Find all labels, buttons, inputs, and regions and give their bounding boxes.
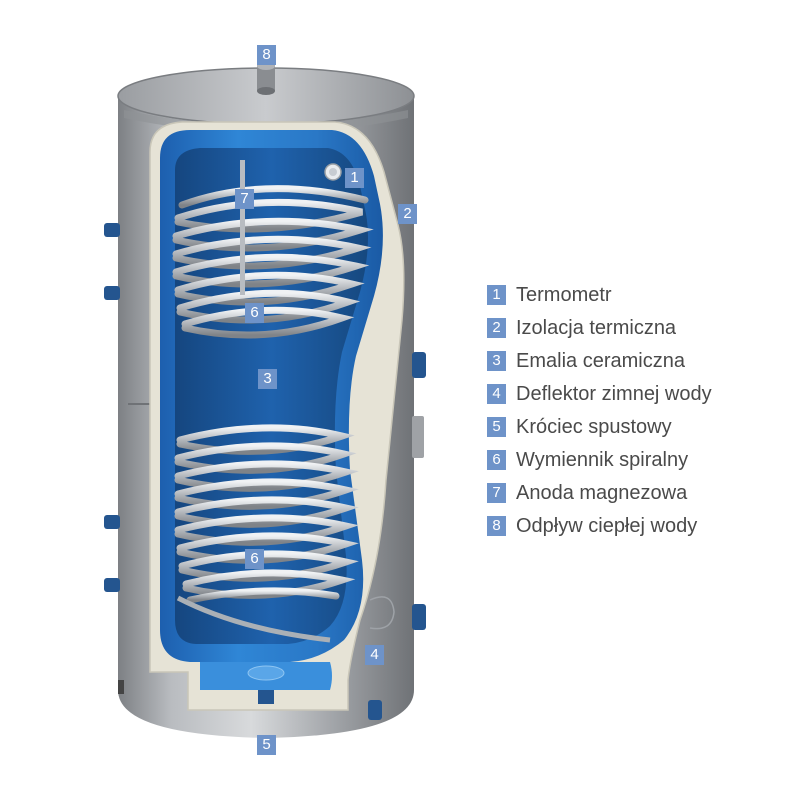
legend-label: Wymiennik spiralny (516, 449, 689, 471)
callout-8: 8 (257, 45, 276, 65)
anode-rod (240, 160, 245, 295)
legend-label: Emalia ceramiczna (516, 350, 685, 372)
callout-6-upper: 6 (245, 303, 264, 323)
legend-number: 4 (487, 384, 506, 404)
legend-label: Króciec spustowy (516, 416, 672, 438)
callout-5: 5 (257, 735, 276, 755)
legend-label: Izolacja termiczna (516, 317, 677, 339)
thermometer (324, 163, 342, 181)
legend-label: Deflektor zimnej wody (516, 383, 712, 405)
hot-water-outlet (257, 62, 275, 95)
callout-1: 1 (345, 168, 364, 188)
lower-coil (174, 424, 359, 604)
cold-water-deflector (369, 596, 395, 630)
callout-4: 4 (365, 645, 384, 665)
legend-number: 8 (487, 516, 506, 536)
callout-6-lower: 6 (245, 549, 264, 569)
left-connectors (104, 223, 120, 592)
heat-exchanger-pipe (176, 595, 331, 643)
right-connectors (412, 352, 426, 630)
callout-2: 2 (398, 204, 417, 224)
legend-number: 2 (487, 318, 506, 338)
legend-number: 6 (487, 450, 506, 470)
callout-7: 7 (235, 189, 254, 209)
legend-label: Termometr (516, 284, 612, 306)
legend-number: 7 (487, 483, 506, 503)
legend-number: 1 (487, 285, 506, 305)
drain-outlet (118, 680, 382, 720)
legend-label: Odpływ ciepłej wody (516, 515, 698, 537)
callout-3: 3 (258, 369, 277, 389)
legend-number: 3 (487, 351, 506, 371)
upper-coil (172, 185, 374, 339)
legend-number: 5 (487, 417, 506, 437)
legend-label: Anoda magnezowa (516, 482, 688, 504)
